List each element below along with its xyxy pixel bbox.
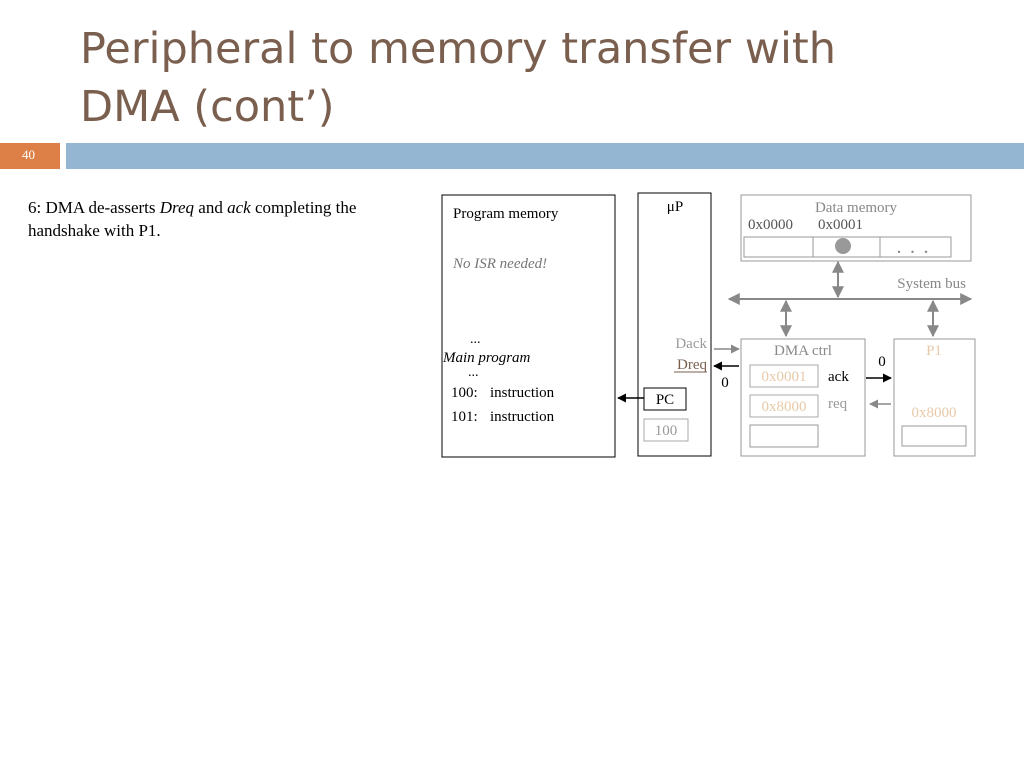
data-memory-ellipsis: . . . [897, 241, 931, 257]
dreq-value: 0 [721, 375, 729, 391]
p1-register [901, 425, 967, 447]
dma-register-2-value: 0x8000 [762, 399, 807, 415]
ack-label: ack [828, 369, 849, 385]
p1-title: P1 [926, 343, 942, 359]
system-bus-label: System bus [897, 276, 966, 292]
program-memory-box [441, 194, 616, 458]
pc-label: PC [656, 392, 674, 408]
body-text-end: completing the handshake with P1. [28, 198, 357, 240]
body-term-dreq: Dreq [159, 198, 195, 217]
dma-register-1 [749, 364, 819, 388]
instruction-101-address: 101: [451, 409, 478, 425]
data-memory-address-0: 0x0000 [748, 217, 793, 233]
body-term-ack: ack [227, 198, 251, 217]
dack-label: Dack [675, 336, 707, 352]
instruction-100-address: 100: [451, 385, 478, 401]
dma-register-1-value: 0x0001 [762, 369, 807, 385]
dma-register-3 [749, 424, 819, 448]
dreq-label: Dreq [677, 357, 707, 373]
main-program-label: Main program [442, 350, 531, 366]
pc-value-box [643, 418, 689, 442]
instruction-101-text: instruction [490, 409, 555, 425]
req-label: req [828, 396, 848, 412]
body-text-start: 6: DMA de-asserts [28, 198, 160, 217]
program-memory-title: Program memory [453, 206, 559, 222]
data-memory-title: Data memory [815, 200, 898, 216]
cpu-box [637, 192, 712, 457]
data-cell-dot [835, 238, 851, 254]
slide-title-line-1: Peripheral to memory transfer with [80, 24, 837, 74]
slide-number-box [0, 143, 60, 169]
header-band [66, 143, 1024, 169]
data-memory-address-1: 0x0001 [818, 217, 863, 233]
slide-body-text: 6: DMA de-asserts Dreq and ack completin… [28, 196, 408, 242]
p1-register-value: 0x8000 [912, 405, 957, 421]
slide-number: 40 [22, 147, 35, 162]
instruction-100-text: instruction [490, 385, 555, 401]
ack-value: 0 [878, 354, 886, 370]
slide-title: Peripheral to memory transfer with DMA (… [80, 20, 1000, 136]
slide-title-line-2: DMA (cont’) [80, 82, 335, 132]
ellipsis-bottom: ... [468, 365, 479, 380]
body-text-and: and [194, 198, 228, 217]
pc-value: 100 [655, 423, 678, 439]
pc-register [643, 387, 687, 411]
isr-note: No ISR needed! [452, 256, 547, 272]
dma-register-2 [749, 394, 819, 418]
cpu-label: μP [667, 199, 683, 215]
ellipsis-top: ... [470, 332, 481, 347]
dma-controller-title: DMA ctrl [774, 343, 832, 359]
